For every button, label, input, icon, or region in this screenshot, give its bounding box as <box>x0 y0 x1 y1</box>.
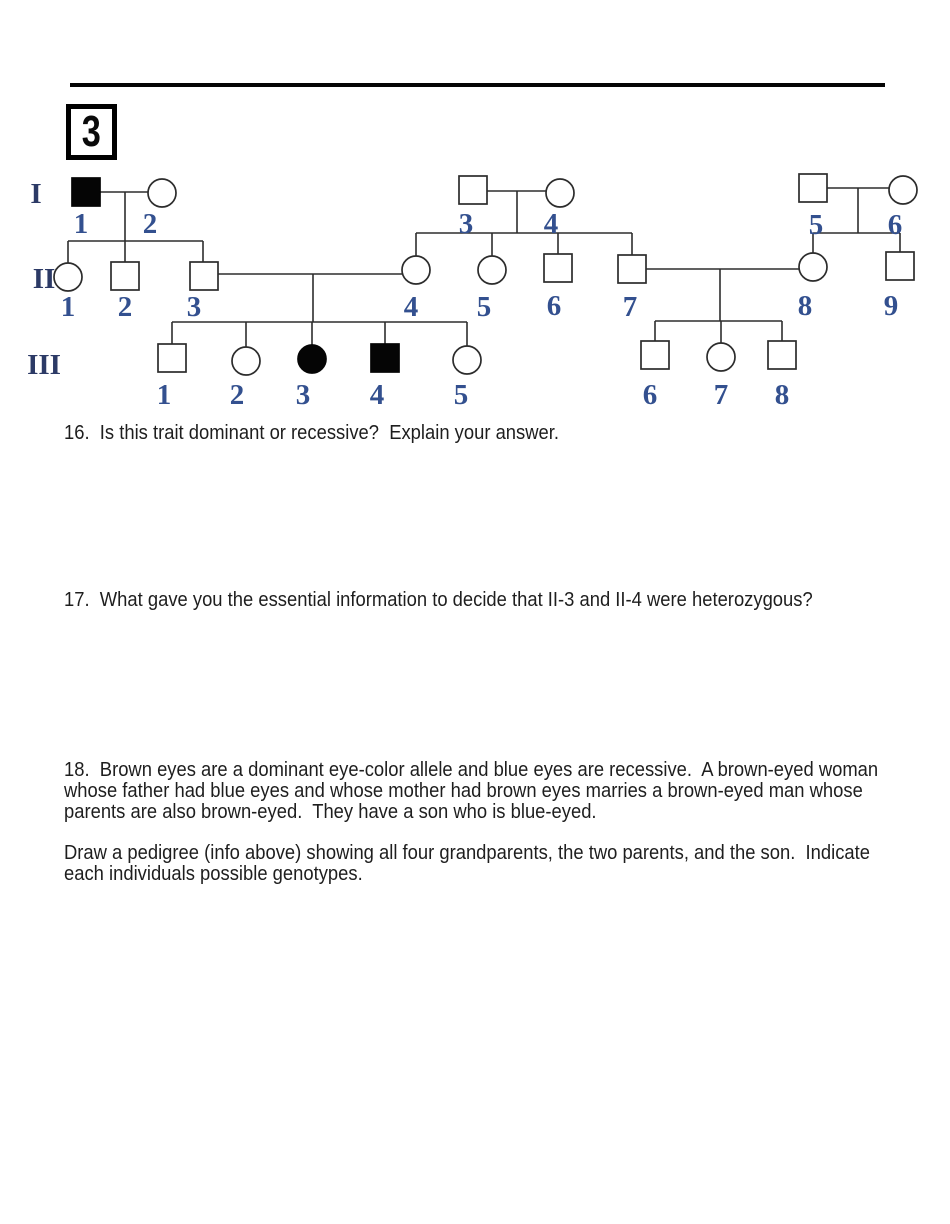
individual-II-3-number: 3 <box>187 291 202 323</box>
question-18-line-2: whose father had blue eyes and whose mot… <box>64 780 863 802</box>
individual-II-8-shape <box>798 252 828 282</box>
individual-III-4-shape <box>370 343 400 373</box>
generation-label-II: II <box>33 263 56 295</box>
individual-I-5-number: 5 <box>809 209 824 241</box>
individual-I-2-number: 2 <box>143 208 158 240</box>
individual-I-2-shape <box>147 178 177 208</box>
question-18-line-1: 18. Brown eyes are a dominant eye-color … <box>64 759 879 781</box>
individual-II-5-number: 5 <box>477 291 492 323</box>
individual-II-2-shape <box>110 261 140 291</box>
generation-label-I: I <box>30 178 41 210</box>
individual-III-8-shape <box>767 340 797 370</box>
question-18-line-3: parents are also brown-eyed. They have a… <box>64 801 597 823</box>
pedigree-number-label: 3 <box>81 107 102 156</box>
individual-II-6-shape <box>543 253 573 283</box>
individual-III-6-number: 6 <box>643 379 658 411</box>
individual-II-1-number: 1 <box>61 291 76 323</box>
individual-III-6-shape <box>640 340 670 370</box>
individual-II-6-number: 6 <box>547 290 562 322</box>
top-rule-divider <box>70 83 885 87</box>
individual-I-4-shape <box>545 178 575 208</box>
individual-III-3-number: 3 <box>296 379 311 411</box>
individual-I-3-shape <box>458 175 488 205</box>
individual-II-4-number: 4 <box>404 291 419 323</box>
individual-I-6-shape <box>888 175 918 205</box>
individual-I-4-number: 4 <box>544 208 559 240</box>
individual-III-5-number: 5 <box>454 379 469 411</box>
individual-III-8-number: 8 <box>775 379 790 411</box>
individual-III-7-number: 7 <box>714 379 729 411</box>
question-18-line-4: Draw a pedigree (info above) showing all… <box>64 842 871 864</box>
individual-III-3-shape <box>297 344 327 374</box>
question-18-line-5: each individuals possible genotypes. <box>64 863 363 885</box>
individual-II-5-shape <box>477 255 507 285</box>
individual-I-6-number: 6 <box>888 209 903 241</box>
question-16: 16. Is this trait dominant or recessive?… <box>64 422 559 444</box>
individual-II-4-shape <box>401 255 431 285</box>
generation-label-III: III <box>27 349 61 381</box>
individual-I-1-number: 1 <box>74 208 89 240</box>
individual-III-4-number: 4 <box>370 379 385 411</box>
individual-II-1-shape <box>53 262 83 292</box>
individual-III-1-shape <box>157 343 187 373</box>
individual-II-9-shape <box>885 251 915 281</box>
pedigree-number-box: 3 <box>66 104 117 160</box>
individual-II-7-shape <box>617 254 647 284</box>
individual-II-2-number: 2 <box>118 291 133 323</box>
question-17: 17. What gave you the essential informat… <box>64 589 813 611</box>
individual-I-1-shape <box>71 177 101 207</box>
individual-III-2-number: 2 <box>230 379 245 411</box>
individual-I-5-shape <box>798 173 828 203</box>
individual-III-5-shape <box>452 345 482 375</box>
individual-III-7-shape <box>706 342 736 372</box>
individual-II-3-shape <box>189 261 219 291</box>
individual-III-2-shape <box>231 346 261 376</box>
individual-II-7-number: 7 <box>623 291 638 323</box>
individual-I-3-number: 3 <box>459 208 474 240</box>
individual-II-9-number: 9 <box>884 290 899 322</box>
individual-II-8-number: 8 <box>798 290 813 322</box>
individual-III-1-number: 1 <box>157 379 172 411</box>
